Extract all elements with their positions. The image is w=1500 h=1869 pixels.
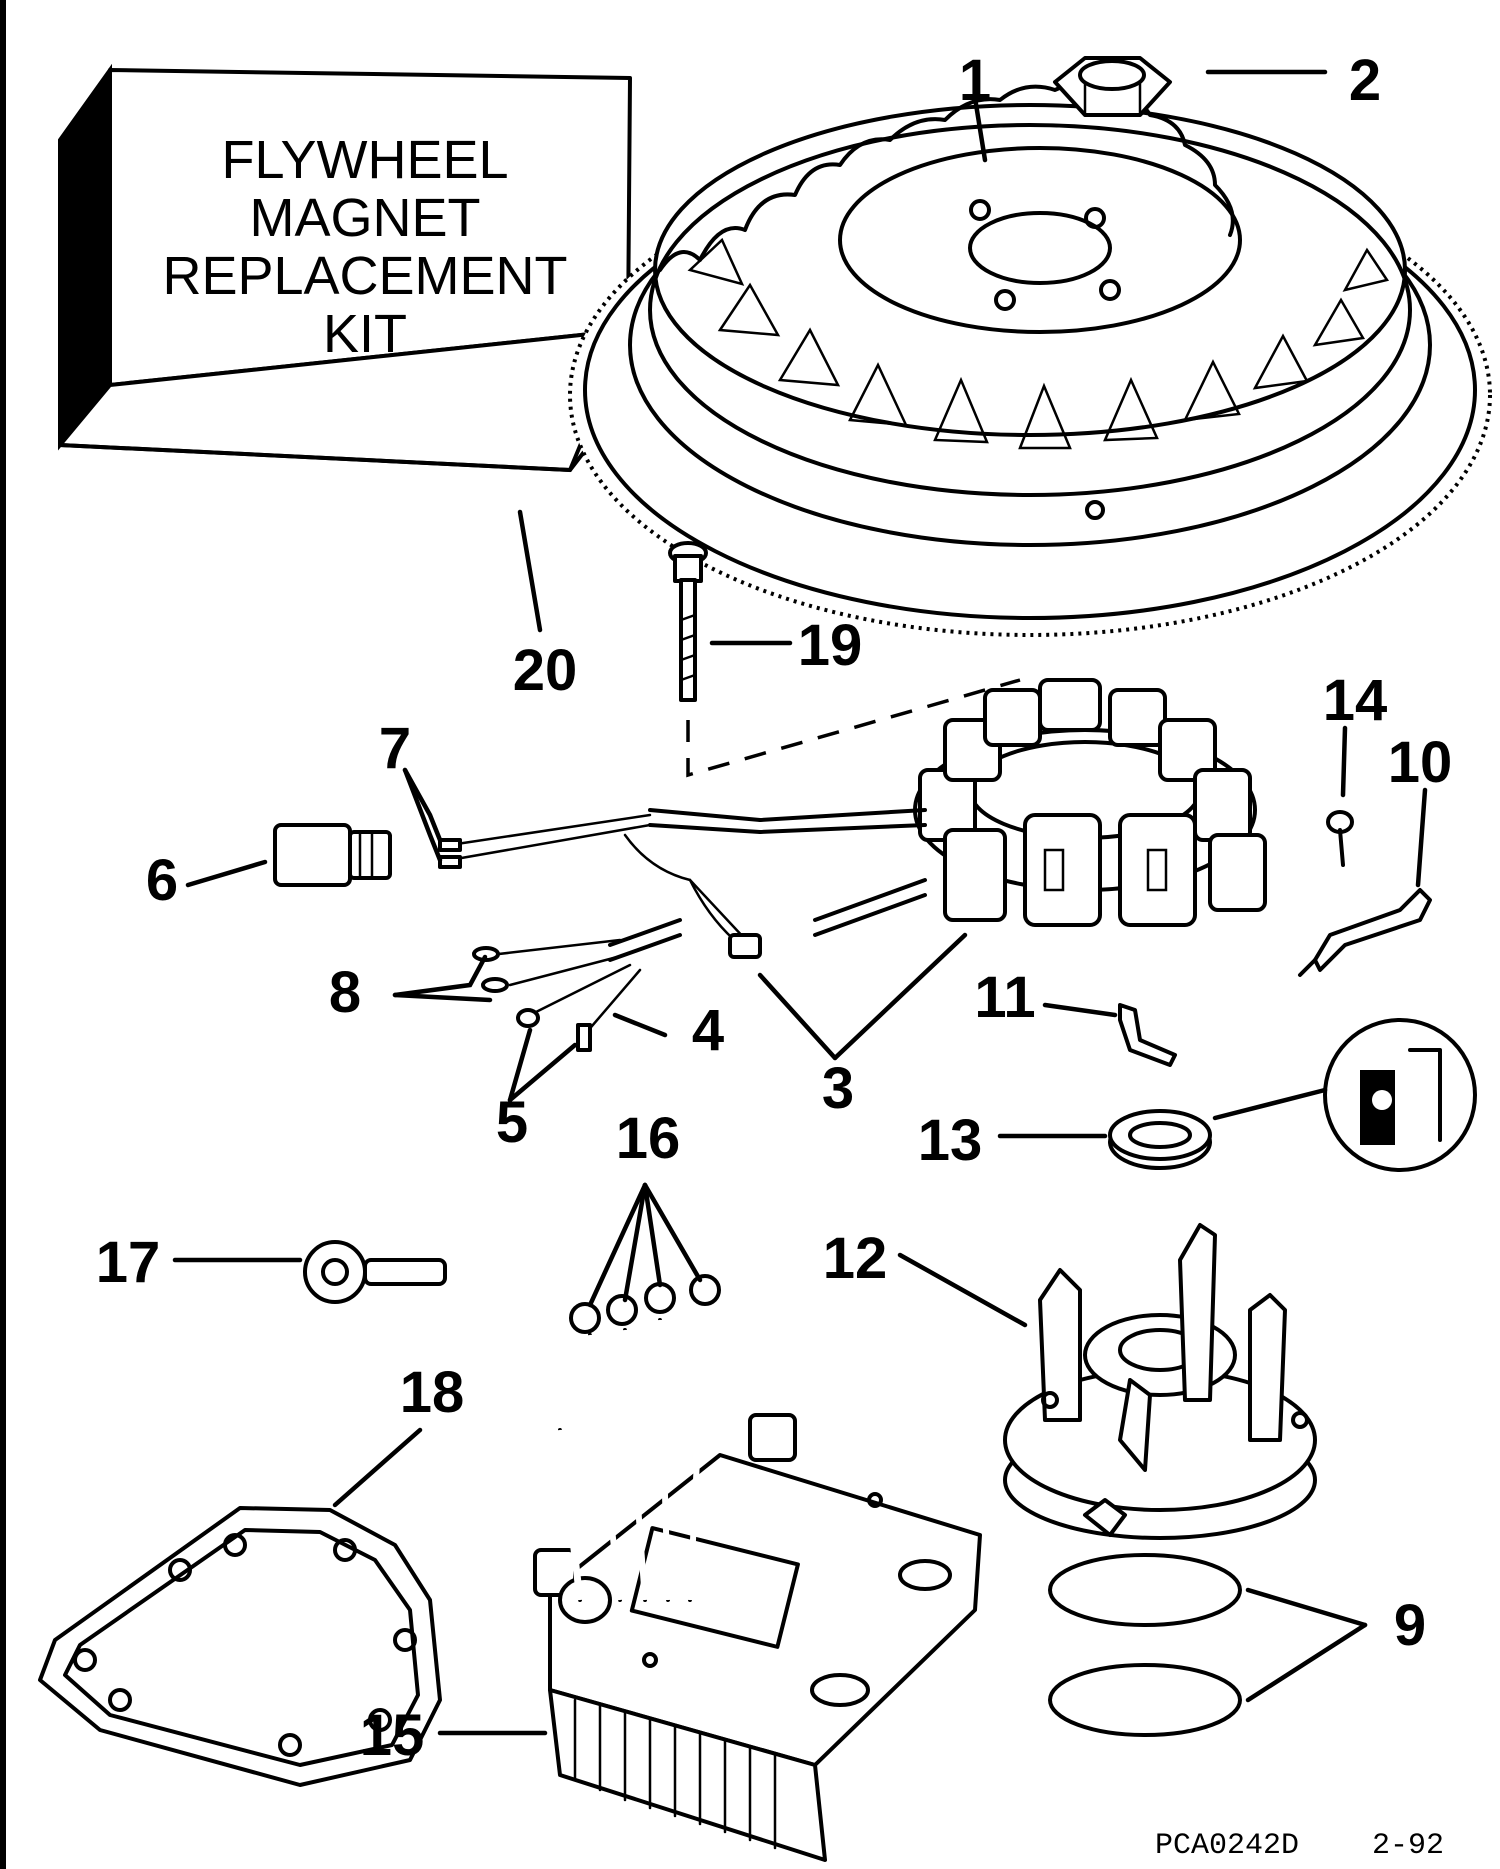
- o-ring-lower: [1048, 1663, 1242, 1737]
- callout-2: 2: [1349, 48, 1381, 113]
- bolt-alignment-dash: [686, 678, 1021, 778]
- revision-date: 2-92: [1372, 1829, 1444, 1863]
- callout-13: 13: [918, 1108, 983, 1173]
- seal-detail-inset: [1323, 1018, 1477, 1172]
- callout-15: 15: [360, 1703, 425, 1768]
- pack-wires: [303, 1240, 721, 1602]
- callout-11: 11: [974, 965, 1035, 1030]
- kit-line-1: FLYWHEEL: [221, 130, 508, 190]
- stator-harness: [438, 808, 927, 1052]
- callout-16: 16: [616, 1106, 681, 1171]
- stator-bolt: [668, 541, 708, 702]
- seal: [1108, 1109, 1212, 1170]
- callout-8: 8: [329, 960, 361, 1025]
- gasket: [38, 1506, 442, 1787]
- kit-box: FLYWHEEL MAGNET REPLACEMENT KIT: [58, 63, 632, 472]
- callout-7: 7: [379, 716, 411, 781]
- callout-12: 12: [823, 1226, 888, 1291]
- callout-14: 14: [1323, 668, 1388, 733]
- callout-10: 10: [1388, 730, 1453, 795]
- screw: [1326, 810, 1354, 867]
- kit-line-3: REPLACEMENT: [162, 246, 567, 306]
- part-code: PCA0242D: [1155, 1829, 1299, 1863]
- callout-19: 19: [798, 613, 863, 678]
- connector: [273, 823, 392, 887]
- kit-line-4: KIT: [323, 304, 407, 364]
- leader-lines: [172, 69, 1428, 1736]
- power-pack: [533, 1413, 982, 1862]
- flywheel-nut: [1053, 56, 1172, 117]
- callout-4: 4: [692, 998, 724, 1063]
- timer-base: [1003, 1223, 1317, 1540]
- callout-6: 6: [146, 848, 178, 913]
- callout-20: 20: [513, 638, 578, 703]
- clamp: [1118, 1003, 1177, 1067]
- flywheel: [568, 81, 1492, 637]
- callout-17: 17: [96, 1230, 161, 1295]
- callout-1: 1: [959, 48, 991, 113]
- callout-5: 5: [496, 1090, 528, 1155]
- stator: [913, 678, 1267, 927]
- wire-clip: [1298, 888, 1432, 977]
- kit-line-2: MAGNET: [249, 188, 480, 248]
- callout-18: 18: [400, 1360, 465, 1425]
- callouts: 1 2 3 4 5 6 7 8 9 10 11 12 13 14 15 16 1…: [96, 48, 1453, 1768]
- callout-3: 3: [822, 1056, 854, 1121]
- callout-9: 9: [1394, 1593, 1426, 1658]
- o-ring-upper: [1048, 1553, 1242, 1627]
